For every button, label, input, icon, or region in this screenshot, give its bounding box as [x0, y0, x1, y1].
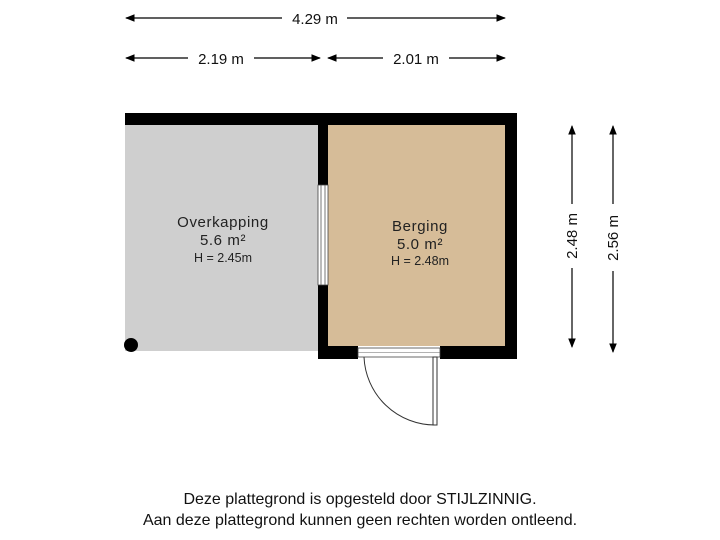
overkapping-height: H = 2.45m [194, 251, 252, 265]
walls [125, 113, 517, 359]
berging-name: Berging [392, 218, 448, 235]
berging-area: 5.0 m² [397, 236, 443, 253]
dimension-inner-depth-label: 2.48 m [564, 213, 581, 259]
disclaimer-line-2: Aan deze plattegrond kunnen geen rechten… [142, 512, 578, 529]
room-label-berging: Berging 5.0 m² H = 2.48m [391, 218, 449, 268]
dimension-total-width-label: 4.29 m [292, 11, 338, 28]
overkapping-name: Overkapping [177, 214, 269, 231]
dimension-overkapping-width-label: 2.19 m [198, 51, 244, 68]
column-post [124, 338, 138, 352]
dimension-outer-depth-label: 2.56 m [605, 215, 622, 261]
window [317, 184, 329, 286]
berging-height: H = 2.48m [391, 254, 449, 268]
dimension-inner-depth: 2.48 m [564, 125, 581, 348]
dimension-outer-depth: 2.56 m [605, 125, 622, 353]
dimension-overkapping-width: 2.19 m [125, 51, 321, 68]
dimension-total-width: 4.29 m [125, 11, 506, 28]
overkapping-area: 5.6 m² [200, 232, 246, 249]
door [357, 347, 441, 426]
dimension-berging-width: 2.01 m [327, 51, 506, 68]
room-label-overkapping: Overkapping 5.6 m² H = 2.45m [177, 214, 269, 265]
dimension-berging-width-label: 2.01 m [393, 51, 439, 68]
berging-floor [328, 125, 505, 346]
disclaimer-line-1: Deze plattegrond is opgesteld door STIJL… [183, 491, 537, 508]
overkapping-floor [125, 125, 321, 351]
